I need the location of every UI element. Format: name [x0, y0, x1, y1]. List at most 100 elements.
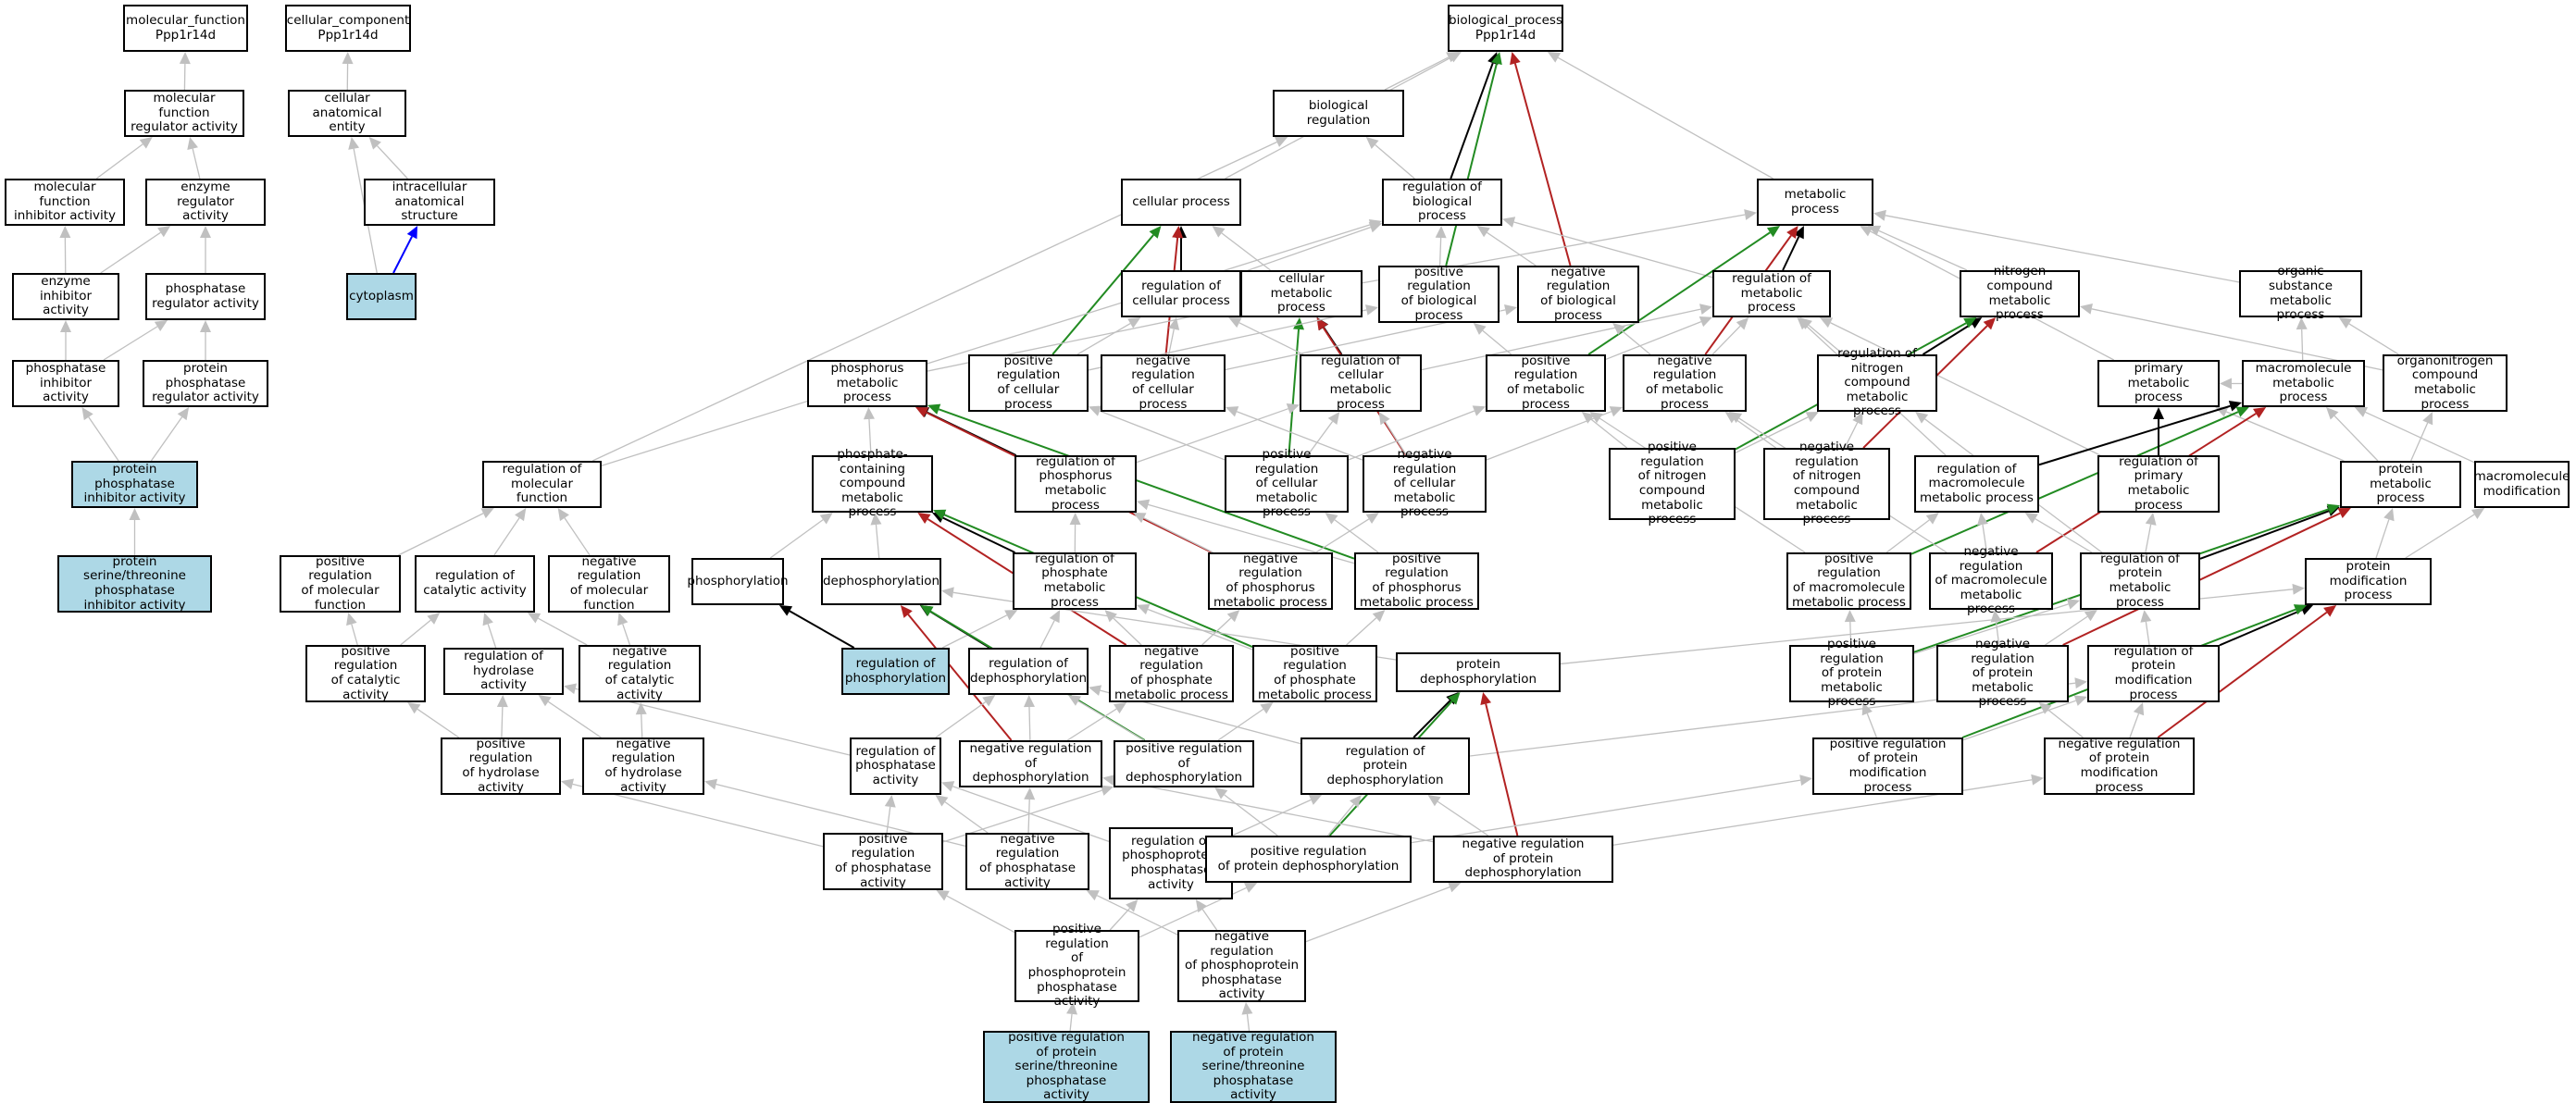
go-term-node-bio-reg[interactable]: biological regulation — [1273, 90, 1404, 137]
go-term-node-neg-reg-nitro[interactable]: negative regulation of nitrogen compound… — [1763, 440, 1890, 527]
edge-line — [952, 786, 1110, 842]
go-term-node-reg-prim[interactable]: regulation of primary metabolic process — [2097, 454, 2220, 513]
go-term-node-cae[interactable]: cellular anatomical entity — [288, 90, 406, 137]
go-term-node-pos-reg-phos-met[interactable]: positive regulation of phosphorus metabo… — [1354, 552, 1479, 610]
arrowhead — [1089, 405, 1102, 416]
go-term-node-ias[interactable]: intracellular anatomical structure — [364, 179, 495, 226]
go-term-node-reg-cat[interactable]: regulation of catalytic activity — [415, 555, 535, 613]
go-term-node-cell-met[interactable]: cellular metabolic process — [1240, 270, 1363, 317]
arrowhead — [1365, 513, 1379, 525]
go-term-node-neg-reg-mf[interactable]: negative regulation of molecular functio… — [548, 554, 670, 613]
go-term-node-pos-reg-cell-met[interactable]: positive regulation of cellular metaboli… — [1225, 447, 1349, 519]
go-term-node-pos-reg-phosphatase[interactable]: positive regulation of phosphatase activ… — [823, 832, 943, 890]
go-term-node-pos-reg-macro[interactable]: positive regulation of macromolecule met… — [1786, 552, 1911, 610]
go-term-node-reg-met[interactable]: regulation of metabolic process — [1712, 270, 1831, 317]
go-term-node-pos-reg-hydro[interactable]: positive regulation of hydrolase activit… — [441, 737, 561, 795]
go-term-node-reg-prot-met[interactable]: regulation of protein metabolic process — [2080, 552, 2200, 610]
edge-line — [1885, 519, 1930, 553]
go-term-node-reg-macro[interactable]: regulation of macromolecule metabolic pr… — [1914, 455, 2039, 513]
go-term-node-pos-reg-dephos[interactable]: positive regulation of dephosphorylation — [1114, 740, 1254, 787]
go-term-node-neg-reg-dephos[interactable]: negative regulation of dephosphorylation — [959, 740, 1102, 787]
go-term-node-neg-reg-ppa[interactable]: negative regulation of phosphoprotein ph… — [1177, 929, 1306, 1002]
go-term-node-neg-reg-prot-dephos[interactable]: negative regulation of protein dephospho… — [1433, 836, 1613, 883]
go-term-node-cell-proc[interactable]: cellular process — [1121, 179, 1241, 226]
edge-line — [1557, 56, 1773, 180]
go-term-node-era[interactable]: enzyme regulator activity — [145, 179, 266, 226]
go-term-node-pos-reg-ppa[interactable]: positive regulation of phosphoprotein ph… — [1014, 923, 1139, 1009]
go-term-node-phosphorylation[interactable]: phosphorylation — [687, 558, 789, 605]
go-term-node-neg-reg-met[interactable]: negative regulation of metabolic process — [1623, 353, 1747, 412]
go-term-node-ppra[interactable]: protein phosphatase regulator activity — [143, 360, 268, 407]
go-term-node-pos-reg-cat[interactable]: positive regulation of catalytic activit… — [305, 644, 426, 702]
go-term-node-neg-reg-pstpa[interactable]: negative regulation of protein serine/th… — [1170, 1030, 1337, 1103]
go-term-node-reg-bio[interactable]: regulation of biological process — [1382, 179, 1502, 226]
go-term-node-mf-root[interactable]: molecular_function Ppp1r14d — [123, 5, 248, 52]
go-term-node-neg-reg-hydro[interactable]: negative regulation of hydrolase activit… — [582, 737, 704, 795]
go-term-node-neg-reg-prot-mod[interactable]: negative regulation of protein modificat… — [2044, 737, 2195, 795]
go-term-node-neg-reg-bio[interactable]: negative regulation of biological proces… — [1517, 265, 1639, 323]
go-term-node-neg-reg-phos-mp[interactable]: negative regulation of phosphate metabol… — [1109, 644, 1234, 702]
go-term-node-neg-reg-cell-proc[interactable]: negative regulation of cellular process — [1101, 353, 1226, 412]
go-term-node-pos-reg-mf[interactable]: positive regulation of molecular functio… — [280, 554, 401, 613]
go-term-node-neg-reg-macro[interactable]: negative regulation of macromolecule met… — [1929, 544, 2053, 616]
go-term-node-macro-met[interactable]: macromolecule metabolic process — [2242, 360, 2365, 407]
go-term-node-neg-reg-cell-met[interactable]: negative regulation of cellular metaboli… — [1363, 447, 1487, 519]
edge-line — [1334, 519, 1379, 553]
go-term-node-met-proc[interactable]: metabolic process — [1757, 179, 1873, 226]
go-term-node-reg-prot-mod[interactable]: regulation of protein modification proce… — [2087, 644, 2220, 702]
arrowhead — [1873, 209, 1886, 221]
arrowhead — [1168, 317, 1180, 330]
go-term-node-pos-reg-bio[interactable]: positive regulation of biological proces… — [1378, 265, 1500, 323]
go-term-node-eia[interactable]: enzyme inhibitor activity — [12, 273, 119, 320]
go-term-node-prim-met[interactable]: primary metabolic process — [2097, 360, 2220, 407]
go-term-node-neg-reg-cat[interactable]: negative regulation of catalytic activit… — [579, 644, 701, 702]
edge-line — [377, 145, 408, 180]
go-term-node-phra[interactable]: phosphatase regulator activity — [145, 273, 266, 320]
go-term-node-reg-phosphatase[interactable]: regulation of phosphatase activity — [850, 737, 941, 795]
go-term-node-mf-reg[interactable]: molecular function regulator activity — [124, 90, 244, 137]
go-term-node-pos-reg-phos-mp[interactable]: positive regulation of phosphate metabol… — [1252, 644, 1377, 702]
go-term-node-macro-mod[interactable]: macromolecule modification — [2474, 461, 2570, 508]
go-term-node-prot-met[interactable]: protein metabolic process — [2340, 461, 2461, 508]
go-term-node-phia[interactable]: phosphatase inhibitor activity — [12, 360, 119, 407]
go-term-node-prot-mod[interactable]: protein modification process — [2305, 558, 2432, 605]
go-term-node-prot-dephos[interactable]: protein dephosphorylation — [1396, 652, 1561, 692]
go-term-node-pos-reg-met[interactable]: positive regulation of metabolic process — [1486, 353, 1606, 412]
go-term-node-nitro-met[interactable]: nitrogen compound metabolic process — [1960, 265, 2080, 322]
go-term-node-reg-prot-dephos[interactable]: regulation of protein dephosphorylation — [1300, 737, 1470, 795]
go-term-node-org-sub[interactable]: organic substance metabolic process — [2239, 265, 2362, 322]
go-term-node-reg-phos-mp[interactable]: regulation of phosphate metabolic proces… — [1013, 552, 1137, 610]
go-term-node-cc-root[interactable]: cellular_component Ppp1r14d — [285, 5, 411, 52]
edge-line — [1513, 63, 1572, 266]
go-term-node-phos-met[interactable]: phosphorus metabolic process — [807, 360, 927, 407]
go-term-node-pos-reg-prot-dephos[interactable]: positive regulation of protein dephospho… — [1205, 836, 1412, 883]
go-term-node-mfia[interactable]: molecular function inhibitor activity — [5, 179, 125, 226]
arrowhead — [139, 137, 153, 149]
go-term-node-reg-cell-proc[interactable]: regulation of cellular process — [1121, 270, 1241, 317]
go-term-node-dephosphorylation[interactable]: dephosphorylation — [821, 558, 941, 605]
go-term-node-reg-dephos[interactable]: regulation of dephosphorylation — [968, 648, 1089, 695]
go-term-node-pstpia[interactable]: protein serine/threonine phosphatase inh… — [57, 554, 212, 613]
go-term-node-pos-reg-nitro[interactable]: positive regulation of nitrogen compound… — [1609, 440, 1736, 527]
go-term-node-pos-reg-cell-proc[interactable]: positive regulation of cellular process — [968, 353, 1089, 412]
go-term-node-reg-hydro[interactable]: regulation of hydrolase activity — [443, 648, 564, 695]
go-term-node-orgn-met[interactable]: organonitrogen compound metabolic proces… — [2383, 353, 2508, 412]
go-term-node-cytoplasm[interactable]: cytoplasm — [346, 273, 417, 320]
edge-relation-neg_reg_phosphatase-to-reg_phosphatase — [935, 795, 989, 834]
go-term-node-pos-reg-prot-mod[interactable]: positive regulation of protein modificat… — [1812, 737, 1963, 795]
go-term-node-pos-reg-pstpa[interactable]: positive regulation of protein serine/th… — [983, 1030, 1150, 1103]
go-term-node-pos-reg-prot-met[interactable]: positive regulation of protein metabolic… — [1789, 637, 1914, 709]
go-term-node-reg-nitro[interactable]: regulation of nitrogen compound metaboli… — [1817, 346, 1937, 418]
go-term-node-neg-reg-phosphatase[interactable]: negative regulation of phosphatase activ… — [965, 832, 1089, 890]
arrowhead — [1491, 52, 1502, 66]
go-term-node-ppia[interactable]: protein phosphatase inhibitor activity — [71, 461, 198, 508]
go-term-node-neg-reg-prot-met[interactable]: negative regulation of protein metabolic… — [1936, 637, 2069, 709]
go-term-node-reg-phosph[interactable]: regulation of phosphorylation — [841, 648, 950, 695]
go-term-node-neg-reg-phos-met[interactable]: negative regulation of phosphorus metabo… — [1208, 552, 1333, 610]
go-term-node-reg-cell-met[interactable]: regulation of cellular metabolic process — [1300, 353, 1422, 412]
go-term-node-reg-mf[interactable]: regulation of molecular function — [482, 461, 602, 508]
go-term-node-bp-root[interactable]: biological_process Ppp1r14d — [1448, 5, 1563, 52]
edge-relation-phia-to-eia — [60, 320, 71, 360]
go-term-node-pcc-met[interactable]: phosphate-containing compound metabolic … — [812, 447, 933, 519]
go-term-node-reg-phos-met[interactable]: regulation of phosphorus metabolic proce… — [1014, 454, 1137, 513]
